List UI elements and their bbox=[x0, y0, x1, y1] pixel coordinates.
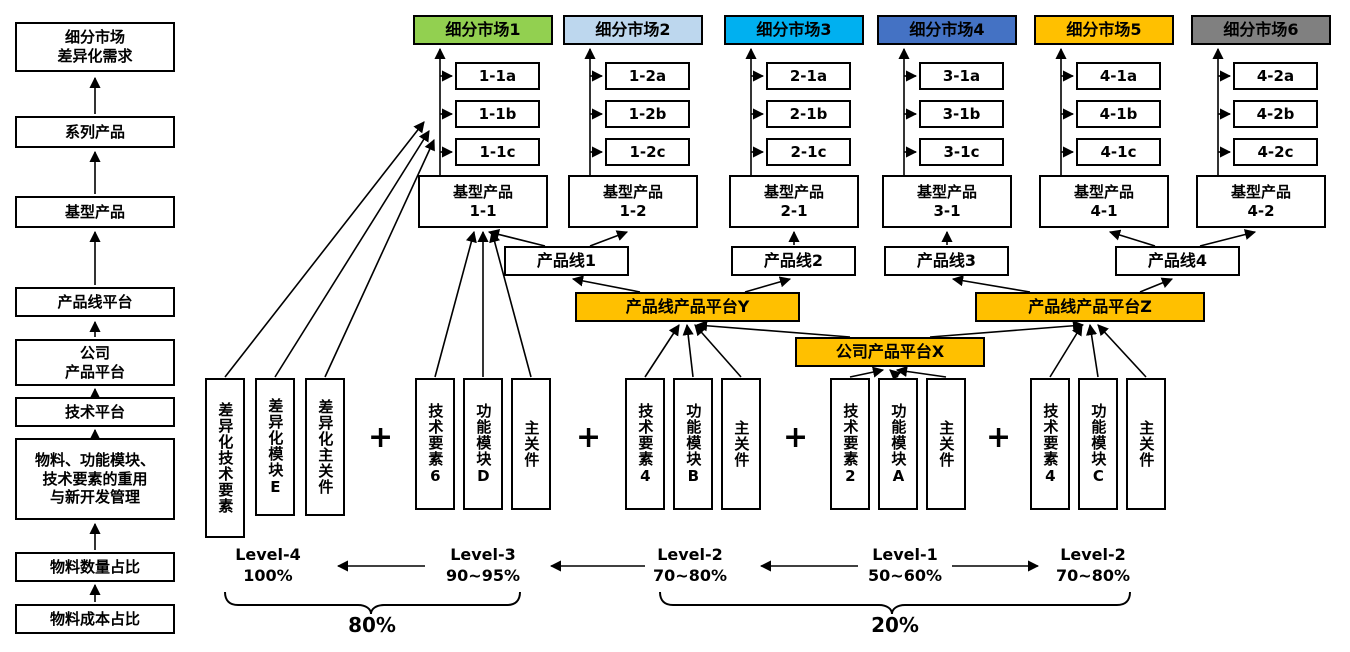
left-item-material-cost-ratio: 物料成本占比 bbox=[15, 604, 175, 634]
plus-sign: + bbox=[783, 420, 809, 455]
variant-box: 4-2a bbox=[1233, 62, 1318, 90]
variant-box: 4-1b bbox=[1076, 100, 1161, 128]
left-item-market-diff-needs: 细分市场 差异化需求 bbox=[15, 22, 175, 72]
level-label-4: Level-4 100% bbox=[218, 545, 318, 587]
left-item-material-qty-ratio: 物料数量占比 bbox=[15, 552, 175, 582]
left-item-company-product-platform: 公司 产品平台 bbox=[15, 339, 175, 386]
product-line-2: 产品线2 bbox=[731, 246, 856, 276]
variant-box: 1-2c bbox=[605, 138, 690, 166]
left-item-tech-platform: 技术平台 bbox=[15, 397, 175, 427]
module-box-tech-elements-4: 技术要素4 bbox=[625, 378, 665, 510]
level-name: Level-4 bbox=[235, 545, 301, 564]
left-item-reuse-management: 物料、功能模块、 技术要素的重用 与新开发管理 bbox=[15, 438, 175, 520]
module-box-func-module-b: 功能模块B bbox=[673, 378, 713, 510]
market-header-2: 细分市场2 bbox=[563, 15, 703, 45]
brace-label-20: 20% bbox=[871, 613, 919, 637]
module-box-tech-elements-4: 技术要素4 bbox=[1030, 378, 1070, 510]
market-header-5: 细分市场5 bbox=[1034, 15, 1174, 45]
level-range: 90~95% bbox=[446, 565, 520, 585]
left-item-product-line-platform: 产品线平台 bbox=[15, 287, 175, 317]
left-item-series-products: 系列产品 bbox=[15, 116, 175, 148]
module-box-key-parts: 主关件 bbox=[511, 378, 551, 510]
variant-box: 4-1c bbox=[1076, 138, 1161, 166]
level-range: 70~80% bbox=[653, 565, 727, 585]
platform-z: 产品线产品平台Z bbox=[975, 292, 1205, 322]
level-label-2b: Level-2 70~80% bbox=[1043, 545, 1143, 587]
product-line-1: 产品线1 bbox=[504, 246, 629, 276]
platform-x: 公司产品平台X bbox=[795, 337, 985, 367]
level-name: Level-3 bbox=[450, 545, 516, 564]
product-line-4: 产品线4 bbox=[1115, 246, 1240, 276]
brace-label-80: 80% bbox=[348, 613, 396, 637]
market-header-1: 细分市场1 bbox=[413, 15, 553, 45]
variant-box: 1-1c bbox=[455, 138, 540, 166]
variant-box: 2-1c bbox=[766, 138, 851, 166]
level-name: Level-2 bbox=[1060, 545, 1126, 564]
module-box-tech-elements-2: 技术要素2 bbox=[830, 378, 870, 510]
base-product-box: 基型产品 1-1 bbox=[418, 175, 548, 228]
module-box-func-module-d: 功能模块D bbox=[463, 378, 503, 510]
level-range: 50~60% bbox=[868, 565, 942, 585]
variant-box: 1-2a bbox=[605, 62, 690, 90]
module-box-tech-elements-6: 技术要素6 bbox=[415, 378, 455, 510]
variant-box: 1-1a bbox=[455, 62, 540, 90]
base-product-box: 基型产品 1-2 bbox=[568, 175, 698, 228]
module-box-func-module-c: 功能模块C bbox=[1078, 378, 1118, 510]
variant-box: 1-2b bbox=[605, 100, 690, 128]
level-label-1: Level-1 50~60% bbox=[855, 545, 955, 587]
base-product-box: 基型产品 3-1 bbox=[882, 175, 1012, 228]
module-box-key-parts: 主关件 bbox=[721, 378, 761, 510]
platform-y: 产品线产品平台Y bbox=[575, 292, 800, 322]
level-name: Level-1 bbox=[872, 545, 938, 564]
module-box-func-module-a: 功能模块A bbox=[878, 378, 918, 510]
variant-box: 2-1b bbox=[766, 100, 851, 128]
module-box-diff-module-e: 差异化模块E bbox=[255, 378, 295, 516]
plus-sign: + bbox=[986, 420, 1012, 455]
level-range: 100% bbox=[243, 565, 293, 585]
variant-box: 3-1c bbox=[919, 138, 1004, 166]
variant-box: 3-1a bbox=[919, 62, 1004, 90]
plus-sign: + bbox=[576, 420, 602, 455]
module-box-key-parts: 主关件 bbox=[1126, 378, 1166, 510]
variant-box: 3-1b bbox=[919, 100, 1004, 128]
base-product-box: 基型产品 4-2 bbox=[1196, 175, 1326, 228]
left-item-base-products: 基型产品 bbox=[15, 196, 175, 228]
variant-box: 4-1a bbox=[1076, 62, 1161, 90]
level-label-2a: Level-2 70~80% bbox=[640, 545, 740, 587]
level-label-3: Level-3 90~95% bbox=[433, 545, 533, 587]
market-header-6: 细分市场6 bbox=[1191, 15, 1331, 45]
level-range: 70~80% bbox=[1056, 565, 1130, 585]
module-box-key-parts: 主关件 bbox=[926, 378, 966, 510]
variant-box: 4-2b bbox=[1233, 100, 1318, 128]
level-name: Level-2 bbox=[657, 545, 723, 564]
module-box-diff-key-parts: 差异化主关件 bbox=[305, 378, 345, 516]
product-line-3: 产品线3 bbox=[884, 246, 1009, 276]
module-box-diff-tech-elements: 差异化技术要素 bbox=[205, 378, 245, 538]
base-product-box: 基型产品 4-1 bbox=[1039, 175, 1169, 228]
variant-box: 1-1b bbox=[455, 100, 540, 128]
market-header-4: 细分市场4 bbox=[877, 15, 1017, 45]
variant-box: 2-1a bbox=[766, 62, 851, 90]
base-product-box: 基型产品 2-1 bbox=[729, 175, 859, 228]
variant-box: 4-2c bbox=[1233, 138, 1318, 166]
market-header-3: 细分市场3 bbox=[724, 15, 864, 45]
plus-sign: + bbox=[368, 420, 394, 455]
